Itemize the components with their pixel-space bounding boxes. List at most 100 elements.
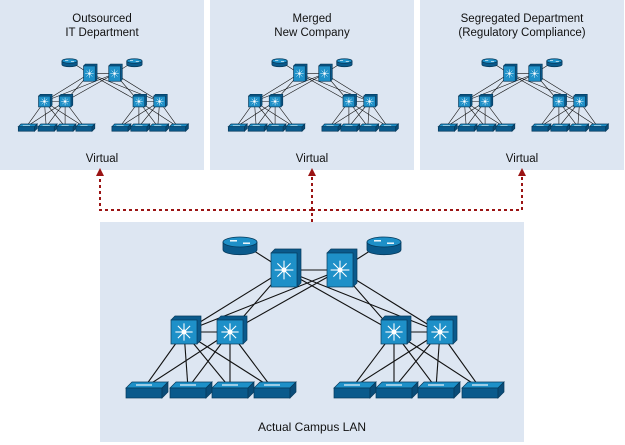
access-switch-icon (457, 123, 478, 133)
link-line (236, 101, 276, 127)
access-switch-icon (531, 123, 552, 133)
access-switch-icon (266, 123, 287, 133)
link-line (89, 73, 140, 102)
link-line (283, 269, 441, 333)
panel-footer: Virtual (296, 153, 328, 165)
router-icon (546, 58, 563, 68)
access-switch-icon (148, 123, 170, 133)
link-line (464, 73, 535, 102)
access-switch-icon (56, 123, 77, 133)
router-icon (336, 58, 353, 68)
layer3-switch-icon (318, 63, 333, 82)
link-line (26, 101, 66, 127)
link-line (89, 73, 160, 102)
access-switch-icon (169, 381, 213, 399)
panel-campus (100, 222, 524, 442)
access-switch-icon (333, 381, 377, 399)
panel-title-line2: New Company (274, 27, 350, 39)
layer3-switch-icon (528, 63, 543, 82)
access-switch-icon (588, 123, 610, 133)
access-switch-icon (476, 123, 497, 133)
link-line (44, 73, 115, 102)
access-switch-icon (125, 381, 169, 399)
link-line (283, 269, 395, 333)
panel-title-line2: (Regulatory Compliance) (458, 27, 585, 39)
connector-left (96, 168, 313, 222)
access-switch-icon (461, 381, 505, 399)
access-switch-icon (247, 123, 268, 133)
layer3-switch-icon (573, 93, 588, 108)
access-switch-icon (253, 381, 297, 399)
layer3-switch-icon (216, 315, 248, 345)
router-icon (126, 58, 143, 68)
topology-merged (227, 58, 400, 133)
layer3-switch-icon (153, 93, 168, 108)
panel-title-line2: IT Department (65, 27, 139, 39)
access-switch-icon (111, 123, 132, 133)
access-switch-icon (358, 123, 380, 133)
connector-right (312, 168, 526, 211)
access-switch-icon (211, 381, 255, 399)
link-line (509, 73, 580, 102)
router-icon (61, 58, 78, 68)
layer3-switch-icon (503, 63, 518, 82)
link-line (539, 101, 580, 127)
link-line (299, 73, 370, 102)
layer3-switch-icon (268, 93, 284, 108)
panel-footer: Virtual (86, 153, 118, 165)
panel-segregated (420, 0, 624, 170)
access-switch-icon (568, 123, 590, 133)
access-switch-icon (129, 123, 151, 133)
layer3-switch-icon (326, 248, 358, 288)
layer3-switch-icon (380, 315, 412, 345)
router-icon (366, 236, 402, 256)
layer3-switch-icon (426, 315, 458, 345)
link-line (351, 331, 441, 389)
access-switch-icon (227, 123, 249, 133)
layer3-switch-icon (248, 93, 263, 108)
link-line (143, 331, 231, 389)
layer3-switch-icon (342, 93, 357, 108)
layer3-switch-icon (108, 63, 123, 82)
link-line (329, 101, 370, 127)
access-switch-icon (17, 123, 39, 133)
link-line (64, 73, 115, 102)
campus-label: Actual Campus LAN (258, 420, 366, 434)
layer3-switch-icon (270, 248, 302, 288)
layer3-switch-icon (478, 93, 494, 108)
link-line (183, 269, 341, 333)
layer3-switch-icon (458, 93, 473, 108)
link-line (229, 269, 341, 333)
panel-outsourced (0, 0, 204, 170)
layer3-switch-icon (552, 93, 567, 108)
access-switch-icon (75, 123, 96, 133)
link-line (299, 73, 350, 102)
access-switch-icon (417, 381, 461, 399)
access-switch-icon (437, 123, 459, 133)
router-icon (271, 58, 288, 68)
layer3-switch-icon (132, 93, 147, 108)
panel-title-line1: Merged (293, 13, 332, 25)
layer3-switch-icon (363, 93, 378, 108)
access-switch-icon (375, 381, 419, 399)
access-switch-icon (168, 123, 190, 133)
layer3-switch-icon (58, 93, 74, 108)
access-switch-icon (378, 123, 400, 133)
router-icon (222, 236, 258, 256)
panel-title-line1: Segregated Department (461, 13, 585, 25)
access-switch-icon (495, 123, 516, 133)
link-line (484, 73, 535, 102)
link-line (119, 101, 160, 127)
router-icon (481, 58, 498, 68)
panel-footer: Virtual (506, 153, 538, 165)
topology-outsourced (17, 58, 190, 133)
link-line (446, 101, 486, 127)
access-switch-icon (37, 123, 58, 133)
panel-merged (210, 0, 414, 170)
layer3-switch-icon (83, 63, 98, 82)
layer3-switch-icon (38, 93, 53, 108)
layer3-switch-icon (170, 315, 202, 345)
link-line (254, 73, 325, 102)
topology-campus (125, 236, 505, 399)
